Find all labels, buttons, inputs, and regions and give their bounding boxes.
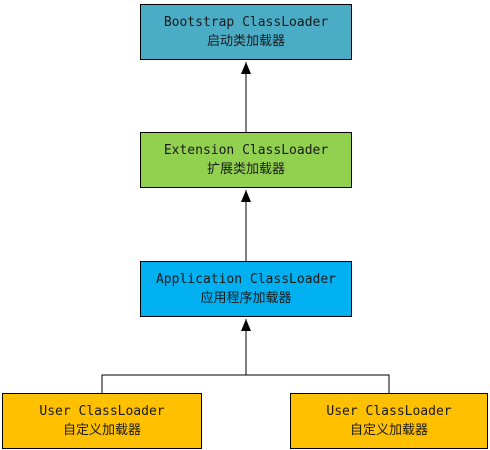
- bootstrap-classloader-label-zh: 启动类加载器: [206, 34, 285, 49]
- bootstrap-classloader-node: Bootstrap ClassLoader 启动类加载器: [140, 4, 352, 60]
- user-classloader-left-label-zh: 自定义加载器: [62, 423, 141, 438]
- edge-user-right-to-application: [246, 374, 390, 393]
- extension-classloader-label: Extension ClassLoader: [163, 143, 329, 158]
- application-classloader-label: Application ClassLoader: [155, 272, 336, 287]
- application-classloader-node: Application ClassLoader 应用程序加载器: [140, 261, 352, 317]
- extension-classloader-node: Extension ClassLoader 扩展类加载器: [140, 132, 352, 188]
- bootstrap-classloader-label: Bootstrap ClassLoader: [163, 15, 329, 30]
- edge-user-left-to-application: [101, 374, 246, 393]
- application-classloader-label-zh: 应用程序加载器: [200, 291, 292, 306]
- user-classloader-node-left: User ClassLoader 自定义加载器: [2, 393, 202, 449]
- user-classloader-node-right: User ClassLoader 自定义加载器: [290, 393, 488, 449]
- user-classloader-right-label-zh: 自定义加载器: [349, 423, 428, 438]
- user-classloader-right-label: User ClassLoader: [326, 404, 452, 419]
- extension-classloader-label-zh: 扩展类加载器: [206, 162, 285, 177]
- user-classloader-left-label: User ClassLoader: [39, 404, 165, 419]
